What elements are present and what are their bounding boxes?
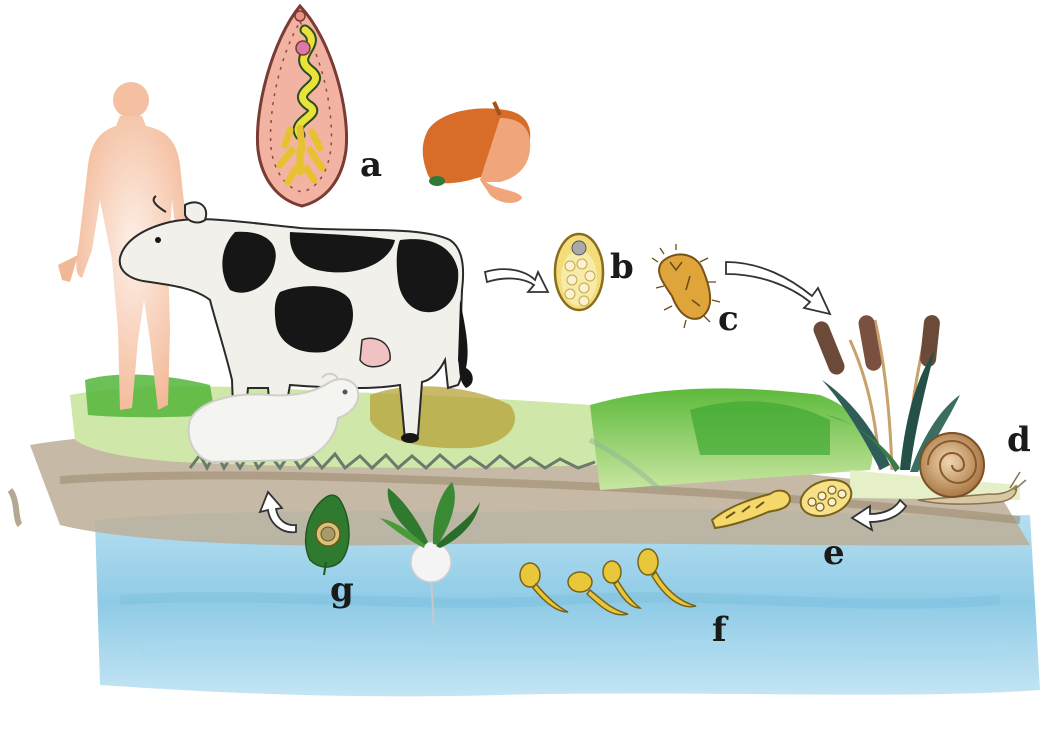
label-c: c	[718, 302, 739, 336]
liver-icon	[423, 102, 531, 203]
miracidium-icon	[652, 244, 720, 328]
label-d: d	[1007, 423, 1031, 457]
egg-icon	[555, 234, 603, 310]
adult-fluke-icon	[257, 6, 346, 206]
label-g: g	[330, 573, 354, 607]
label-a: a	[360, 148, 382, 182]
label-f: f	[712, 613, 727, 647]
label-b: b	[610, 250, 634, 284]
label-e: e	[823, 536, 845, 570]
